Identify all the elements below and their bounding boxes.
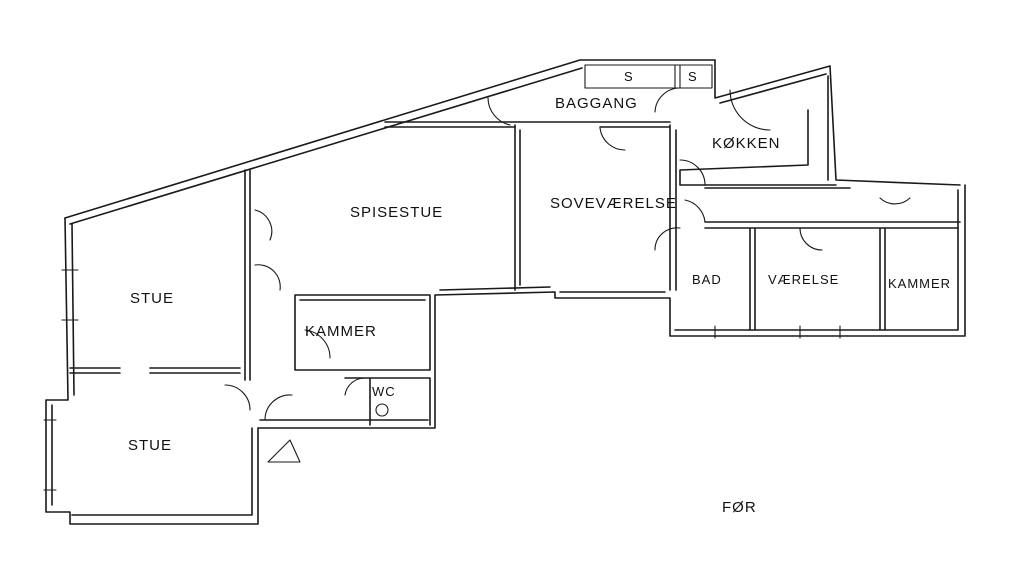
room-label-spisestue: SPISESTUE	[350, 204, 443, 221]
room-label-kokken: KØKKEN	[712, 135, 781, 152]
room-label-kammer-1: KAMMER	[305, 323, 377, 340]
room-label-sovevaerelse: SOVEVÆRELSE	[550, 195, 677, 212]
room-label-kammer-2: KAMMER	[888, 276, 951, 291]
room-label-bad: BAD	[692, 272, 722, 287]
room-labels: BAGGANG S S KØKKEN SPISESTUE SOVEVÆRELSE…	[128, 69, 951, 454]
room-label-vaerelse: VÆRELSE	[768, 272, 839, 287]
room-label-storage-2: S	[688, 69, 698, 84]
room-label-stue-1: STUE	[130, 290, 174, 307]
room-label-storage-1: S	[624, 69, 634, 84]
room-label-wc: WC	[372, 384, 396, 399]
room-label-baggang: BAGGANG	[555, 95, 638, 112]
walls	[43, 59, 966, 525]
room-label-stue-2: STUE	[128, 437, 172, 454]
plan-caption: FØR	[722, 499, 757, 516]
